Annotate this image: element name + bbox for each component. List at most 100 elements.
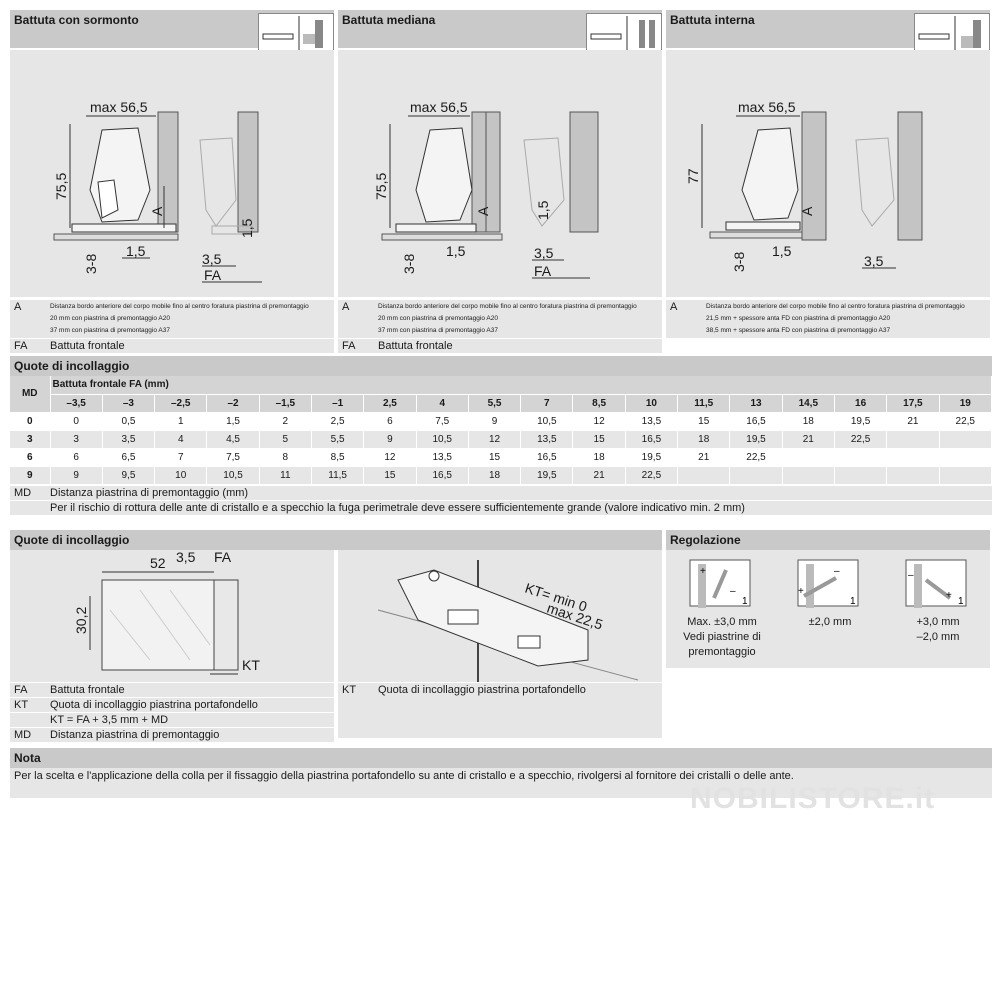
dim-3-5: 3,5 [202, 251, 222, 267]
value-cell: 8,5 [311, 448, 365, 467]
legend-kt-formula: KT = FA + 3,5 mm + MD [50, 714, 169, 726]
value-cell: 18 [677, 430, 731, 449]
value-cell [886, 448, 940, 467]
value-cell: 6,5 [102, 448, 156, 467]
value-cell: 19,5 [625, 448, 679, 467]
dim-3-5: 3,5 [534, 245, 554, 261]
table-legend: MD Distanza piastrina di premontaggio (m… [10, 484, 992, 515]
value-cell [886, 430, 940, 449]
dim-1-5: 1,5 [772, 243, 792, 259]
overlay-icon [258, 13, 334, 51]
adjust-height: – + 1 +3,0 mm –2,0 mm [886, 554, 990, 645]
dim-kt: KT [242, 657, 260, 673]
inset-icon [914, 13, 990, 51]
regolazione-body: + – 1 Max. ±3,0 mm Vedi piastrine di pre… [666, 550, 990, 668]
value-cell: 6 [363, 412, 417, 431]
section-title: Regolazione [666, 530, 990, 550]
minus-label: – [730, 586, 736, 597]
col-header: 8,5 [572, 394, 626, 413]
legend-a-line2: 20 mm con piastrina di premontaggio A20 [50, 315, 170, 322]
col-header: 19 [939, 394, 993, 413]
fa-header: Battuta frontale FA (mm) [50, 376, 992, 395]
value-cell: 19,5 [729, 430, 783, 449]
value-cell: 6 [50, 448, 103, 467]
value-cell: 3,5 [102, 430, 156, 449]
nota-text: Per la scelta e l'applicazione della col… [10, 768, 992, 798]
value-cell: 10,5 [416, 430, 469, 449]
legend-key-a: A [670, 301, 678, 313]
value-cell: 5,5 [311, 430, 365, 449]
col-header: 17,5 [886, 394, 940, 413]
value-cell: 9 [363, 430, 417, 449]
dim-max: max 56,5 [90, 99, 148, 115]
panel-legend: A Distanza bordo anteriore del corpo mob… [10, 299, 334, 353]
legend-fa: Battuta frontale [50, 340, 125, 352]
value-cell: 16,5 [625, 430, 679, 449]
plus-label: + [946, 590, 952, 601]
col-header: 13 [729, 394, 783, 413]
num-label: 1 [850, 596, 856, 607]
value-cell: 1,5 [206, 412, 260, 431]
legend-key-fa: FA [14, 340, 28, 352]
value-cell: 2,5 [311, 412, 365, 431]
legend-fa: Battuta frontale [50, 684, 125, 696]
section-title: Nota [10, 748, 992, 768]
dim-3-8: 3-8 [731, 252, 747, 272]
value-cell: 15 [677, 412, 731, 431]
value-cell: 13,5 [520, 430, 574, 449]
col-header: 5,5 [468, 394, 522, 413]
glue-table: MD Battuta frontale FA (mm) –3,5–3–2,5–2… [10, 376, 993, 485]
value-cell: 21 [572, 466, 626, 485]
value-cell: 18 [468, 466, 522, 485]
minus-label: – [834, 566, 840, 577]
diagram-area: max 56,5 75,5 A 1,5 3-8 1,5 3,5 FA [10, 50, 334, 297]
value-cell: 7 [154, 448, 208, 467]
legend-key-fa: FA [14, 684, 28, 696]
dim-3-8: 3-8 [83, 254, 99, 274]
legend-md: Distanza piastrina di premontaggio (mm) [50, 486, 249, 499]
value-cell: 9,5 [102, 466, 156, 485]
value-cell: 19,5 [834, 412, 888, 431]
col-header: 11,5 [677, 394, 731, 413]
value-cell [782, 448, 835, 467]
caption1: Max. ±3,0 mm [687, 616, 757, 628]
legend-a-line2: 20 mm con piastrina di premontaggio A20 [378, 315, 498, 322]
value-cell [677, 466, 731, 485]
panel-legend: A Distanza bordo anteriore del corpo mob… [666, 299, 990, 338]
caption2: –2,0 mm [916, 631, 960, 643]
adjust-lateral: + – 1 ±2,0 mm [778, 554, 882, 630]
value-cell: 12 [468, 430, 522, 449]
value-cell: 10,5 [520, 412, 574, 431]
glue-plate-diagram: 52 3,5 FA 30,2 KT [10, 549, 334, 690]
value-cell [729, 466, 783, 485]
md-cell: 6 [10, 448, 51, 467]
caption1: +3,0 mm [916, 616, 960, 628]
value-cell: 0,5 [102, 412, 156, 431]
col-header: 2,5 [363, 394, 417, 413]
dim-a: A [149, 206, 165, 216]
dim-side-1-5: 1,5 [239, 218, 255, 238]
dim-1-5: 1,5 [126, 243, 146, 259]
value-cell: 2 [259, 412, 312, 431]
legend-a-line3: 37 mm con piastrina di premontaggio A37 [378, 327, 498, 334]
value-cell [782, 466, 835, 485]
value-cell: 22,5 [625, 466, 679, 485]
legend-kt: Quota di incollaggio piastrina portafond… [50, 699, 258, 711]
value-cell: 22,5 [729, 448, 783, 467]
table-note: Per il rischio di rottura delle ante di … [50, 501, 745, 514]
legend-key-kt: KT [342, 684, 357, 696]
md-cell: 0 [10, 412, 51, 431]
value-cell: 19,5 [520, 466, 574, 485]
col-header: –1 [311, 394, 365, 413]
value-cell: 15 [572, 430, 626, 449]
value-cell [886, 466, 940, 485]
value-cell: 18 [782, 412, 835, 431]
value-cell [939, 430, 993, 449]
value-cell: 22,5 [939, 412, 993, 431]
value-cell: 11,5 [311, 466, 365, 485]
diagram-area: max 56,5 77 A 1,5 3-8 3,5 [666, 50, 990, 297]
legend-key-md: MD [14, 486, 32, 499]
